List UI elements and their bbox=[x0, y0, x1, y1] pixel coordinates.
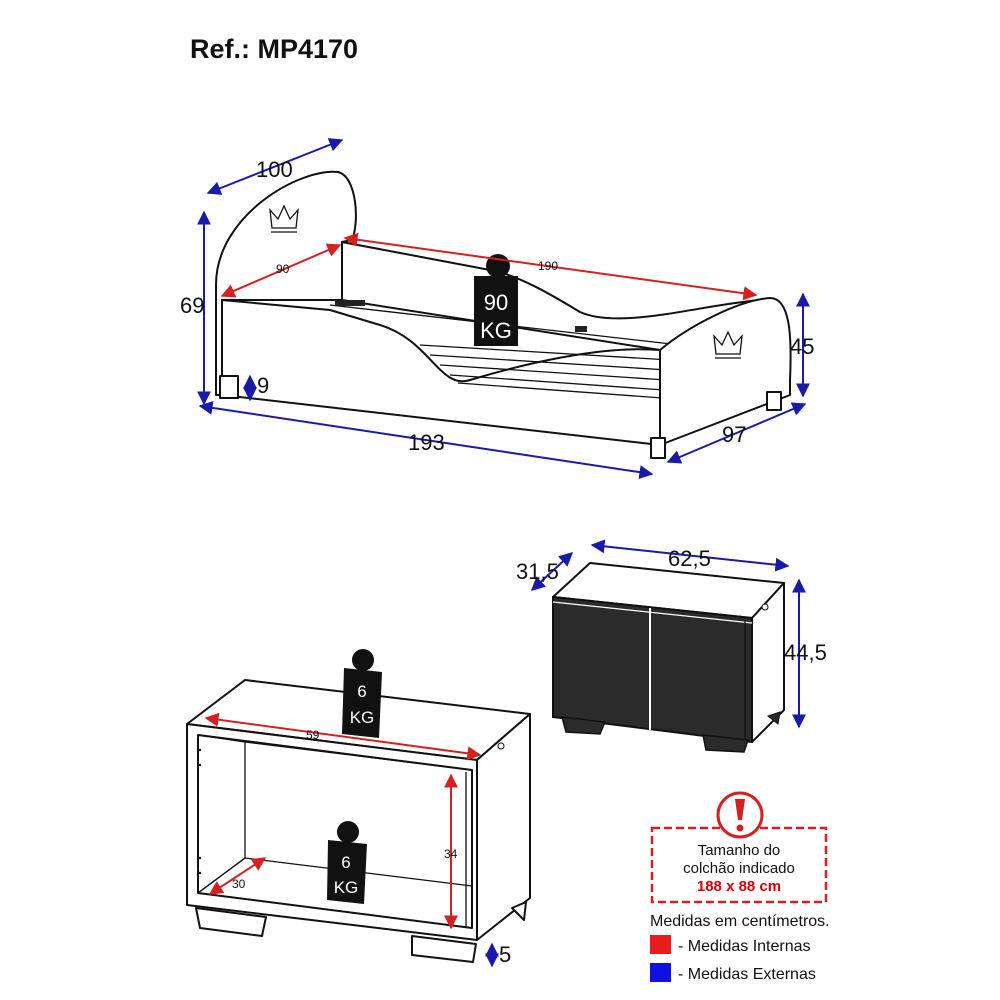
shelf-foot bbox=[195, 907, 267, 937]
dim-line-shelf-depth bbox=[208, 857, 267, 895]
dim-shelf-width: 59 bbox=[306, 728, 320, 742]
dim-line-inner-width bbox=[220, 243, 342, 298]
dim-line-inner-length bbox=[343, 232, 758, 301]
dim-line-total-length bbox=[198, 400, 654, 480]
mattress-note-line1: Tamanho do bbox=[698, 842, 781, 859]
shelf-top-weight-value: 6 bbox=[357, 682, 366, 701]
legend-internal-label: - Medidas Internas bbox=[678, 938, 811, 955]
legend-internal-swatch bbox=[650, 935, 671, 954]
cabinet-front bbox=[552, 595, 753, 744]
dim-head-width: 100 bbox=[256, 157, 293, 182]
shelf-drawing: 6 KG 6 KG bbox=[186, 649, 531, 963]
bed-drawing: 90 KG bbox=[215, 170, 792, 459]
bed-weight-unit: KG bbox=[480, 318, 512, 343]
cabinet-foot bbox=[560, 716, 607, 735]
dim-foot-height: 45 bbox=[790, 334, 814, 359]
cabinet-foot bbox=[702, 734, 750, 753]
bed-leg bbox=[650, 437, 666, 459]
legend: Medidas em centímetros. - Medidas Intern… bbox=[650, 913, 830, 983]
dim-head-height: 69 bbox=[180, 293, 204, 318]
dim-cabinet-width: 62,5 bbox=[668, 546, 711, 571]
shelf-foot bbox=[511, 901, 527, 921]
mattress-note: Tamanho do colchão indicado 188 x 88 cm bbox=[650, 791, 828, 904]
dim-shelf-leg: 5 bbox=[499, 942, 511, 967]
shelf-side bbox=[476, 713, 531, 941]
cabinet-drawing bbox=[552, 562, 785, 753]
legend-external-label: - Medidas Externas bbox=[678, 966, 816, 983]
dim-total-length: 193 bbox=[408, 430, 445, 455]
crown-icon bbox=[269, 204, 299, 229]
mattress-note-line2: colchão indicado bbox=[683, 860, 795, 877]
dim-shelf-depth: 30 bbox=[232, 877, 246, 891]
dim-cabinet-height: 44,5 bbox=[784, 640, 827, 665]
shelf-bottom-weight-value: 6 bbox=[341, 853, 350, 872]
dim-line-total-width bbox=[666, 402, 807, 464]
legend-external-swatch bbox=[650, 963, 671, 982]
shelf-bottom-weight-badge: 6 KG bbox=[327, 821, 367, 904]
bed-weight-value: 90 bbox=[484, 290, 508, 315]
dim-line-shelf-width bbox=[204, 712, 482, 761]
dim-inner-length: 190 bbox=[538, 259, 558, 273]
dim-cabinet-depth: 31,5 bbox=[516, 559, 559, 584]
shelf-top-weight-badge: 6 KG bbox=[342, 649, 382, 738]
reference-title: Ref.: MP4170 bbox=[190, 34, 358, 64]
dim-line-head-width bbox=[206, 138, 344, 195]
legend-title: Medidas em centímetros. bbox=[650, 913, 830, 930]
dim-line-cabinet-width bbox=[590, 539, 790, 572]
bed-leg bbox=[219, 375, 239, 399]
dim-line-cabinet-depth bbox=[530, 552, 574, 591]
dim-inner-width: 90 bbox=[276, 262, 290, 276]
dim-leg-height: 9 bbox=[257, 373, 269, 398]
bed-leg bbox=[766, 391, 782, 411]
dim-total-width: 97 bbox=[722, 422, 746, 447]
mattress-note-box bbox=[650, 826, 828, 904]
mattress-note-size: 188 x 88 cm bbox=[697, 878, 781, 895]
dim-shelf-height: 34 bbox=[444, 847, 458, 861]
shelf-top-weight-unit: KG bbox=[350, 708, 375, 727]
crown-icon bbox=[713, 330, 743, 355]
shelf-foot bbox=[411, 935, 477, 963]
warning-icon bbox=[716, 791, 764, 839]
shelf-bottom-weight-unit: KG bbox=[334, 878, 359, 897]
